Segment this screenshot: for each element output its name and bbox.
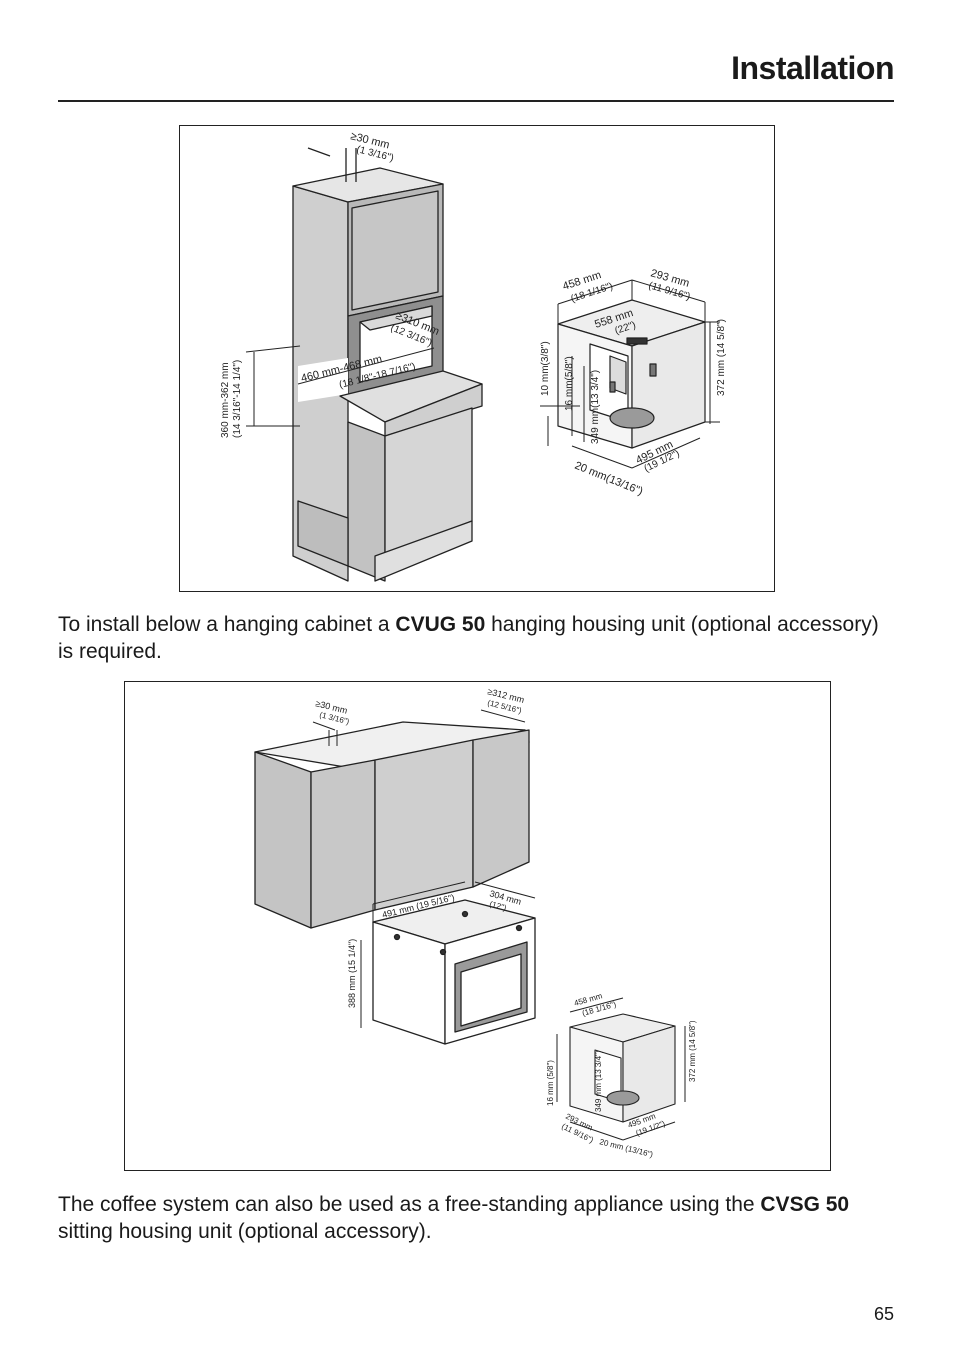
label-niche-height: 360 mm-362 mm bbox=[220, 362, 231, 438]
product-code-cvug50: CVUG 50 bbox=[395, 613, 486, 636]
paragraph-text: To install below a hanging cabinet a bbox=[58, 613, 396, 636]
paragraph-text: The coffee system can also be used as a … bbox=[58, 1193, 761, 1216]
product-code-cvsg50: CVSG 50 bbox=[760, 1193, 850, 1216]
installation-diagram-tall-cabinet: ≥30 mm (1 3/16") 360 mm-362 mm (14 3/16"… bbox=[179, 125, 775, 592]
label-housing-height: 388 mm (15 1/4") bbox=[347, 939, 357, 1008]
page-header: Installation bbox=[58, 44, 894, 102]
label-body-height: 349 mm(13 3/4") bbox=[590, 370, 601, 444]
label-frame-height: 372 mm (14 5/8") bbox=[716, 319, 727, 396]
label-frame-height-2: 372 mm (14 5/8") bbox=[688, 1020, 697, 1082]
wall-cabinet-door-left bbox=[310, 759, 376, 929]
label-offset-16-2: 16 mm (5/8") bbox=[546, 1060, 555, 1106]
paragraph-text: sitting housing unit (optional accessory… bbox=[58, 1220, 432, 1243]
paragraph-text: hanging housing unit (optional accessory… bbox=[58, 613, 879, 663]
label-body-height-2: 349 mm (13 3/4") bbox=[594, 1050, 603, 1112]
label-front-20-2: 20 mm (13/16") bbox=[599, 1137, 655, 1159]
wall-cabinet-door-mid bbox=[374, 739, 474, 911]
paragraph-sitting-unit: The coffee system can also be used as a … bbox=[58, 1191, 898, 1245]
appliance-hanging bbox=[569, 1013, 676, 1123]
appliance-built-in bbox=[557, 299, 706, 449]
wall-cabinet-side bbox=[254, 751, 312, 929]
page-title: Installation bbox=[731, 50, 894, 86]
tall-cabinet-drawing: ≥30 mm (1 3/16") 360 mm-362 mm (14 3/16"… bbox=[220, 130, 727, 582]
label-front-20: 20 mm(13/16") bbox=[573, 460, 645, 498]
page-number: 65 bbox=[873, 1304, 894, 1324]
wall-cabinet-door-right bbox=[472, 729, 530, 888]
installation-diagram-hanging-unit: ≥30 mm (1 3/16") ≥312 mm (12 5/16") 491 … bbox=[124, 681, 831, 1171]
hanging-unit-drawing: ≥30 mm (1 3/16") ≥312 mm (12 5/16") 491 … bbox=[254, 686, 697, 1159]
label-offset-16: 16 mm(5/8") bbox=[564, 356, 575, 411]
label-niche-height-in: (14 3/16"-14 1/4") bbox=[232, 360, 243, 438]
paragraph-hanging-unit: To install below a hanging cabinet a CVU… bbox=[58, 611, 898, 665]
label-offset-10: 10 mm(3/8") bbox=[540, 341, 551, 396]
